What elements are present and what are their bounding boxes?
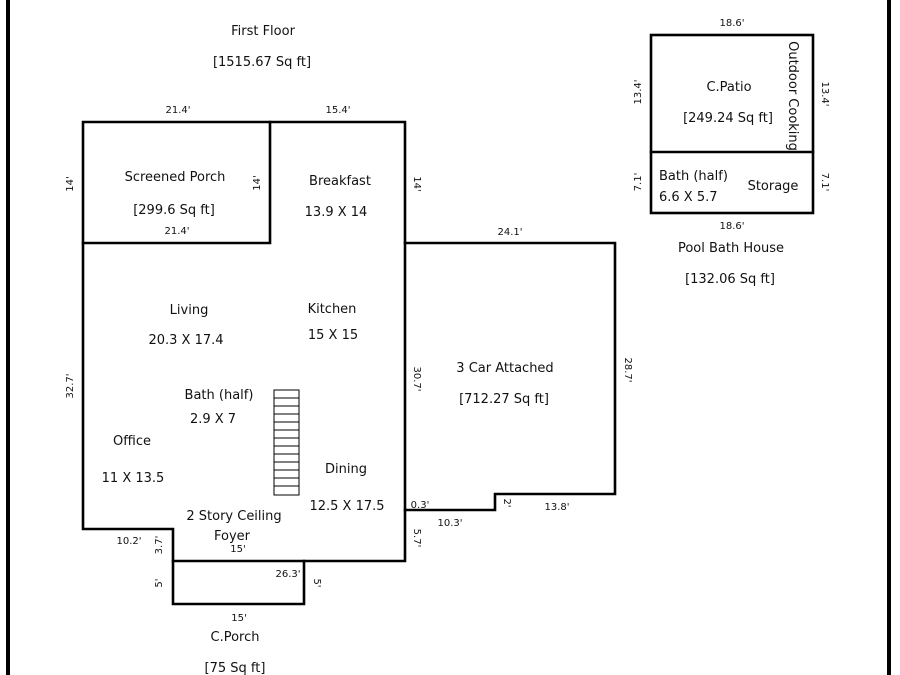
dim-top-right: 15.4' [325, 105, 350, 116]
dim-bottom-left: 10.2' [116, 536, 141, 547]
pool-bath-size: 6.6 X 5.7 [659, 190, 718, 205]
dim-left-main: 32.7' [65, 373, 76, 398]
floor-total-area: [1515.67 Sq ft] [213, 55, 311, 70]
dim-porch-left: 5' [154, 578, 165, 587]
storage-label: Storage [748, 179, 799, 194]
dim-patio-right: 13.4' [819, 81, 830, 106]
dining-size: 12.5 X 17.5 [309, 499, 384, 514]
dining-label: Dining [325, 462, 367, 477]
breakfast-label: Breakfast [309, 174, 371, 189]
screened-porch-area: [299.6 Sq ft] [133, 203, 215, 218]
garage-outline [403, 241, 617, 512]
dim-bathhouse-bottom: 18.6' [719, 221, 744, 232]
dim-porch-width: 26.3' [275, 569, 300, 580]
dim-notch: 3.7' [154, 536, 165, 555]
dim-step-c: 2' [501, 498, 512, 507]
dim-top-left: 21.4' [165, 105, 190, 116]
screened-porch-walls [81, 120, 272, 245]
dim-breakfast-right: 14' [411, 176, 422, 191]
pool-bath-house-outline [649, 33, 815, 215]
breakfast-size: 13.9 X 14 [305, 205, 368, 220]
dim-foyer-bottom: 15' [230, 544, 245, 555]
garage-label: 3 Car Attached [456, 361, 553, 376]
covered-porch-area: [75 Sq ft] [205, 661, 266, 675]
garage-area: [712.27 Sq ft] [459, 392, 549, 407]
dim-patio-left: 13.4' [633, 79, 644, 104]
foyer-label: 2 Story Ceiling [186, 509, 281, 524]
covered-porch-outline [171, 559, 306, 606]
covered-porch-label: C.Porch [211, 630, 260, 645]
dim-garage-left: 30.7' [411, 366, 422, 391]
living-label: Living [170, 303, 209, 318]
office-size: 11 X 13.5 [102, 471, 165, 486]
dim-porch-bottom: 21.4' [164, 226, 189, 237]
bath-half-label: Bath (half) [185, 388, 254, 403]
dim-porch-right: 14' [252, 175, 263, 190]
dim-step-a: 0.3' [411, 500, 430, 511]
pool-bath-house-area: [132.06 Sq ft] [685, 272, 775, 287]
dim-porch-bottom-width: 15' [231, 613, 246, 624]
screened-porch-label: Screened Porch [125, 170, 226, 185]
dim-garage-top: 24.1' [497, 227, 522, 238]
outdoor-cooking-label: Outdoor Cooking [785, 41, 800, 151]
dim-garage-bottom: 13.8' [544, 502, 569, 513]
dim-patio-top: 18.6' [719, 18, 744, 29]
floor-title: First Floor [231, 24, 295, 39]
pool-bath-house-label: Pool Bath House [678, 241, 784, 256]
dim-bath-left: 7.1' [633, 173, 644, 192]
dim-porch-right-side: 5' [311, 578, 322, 587]
kitchen-size: 15 X 15 [308, 328, 358, 343]
living-size: 20.3 X 17.4 [148, 333, 223, 348]
dim-step-b: 10.3' [437, 518, 462, 529]
covered-patio-label: C.Patio [706, 80, 751, 95]
kitchen-label: Kitchen [308, 302, 357, 317]
dim-bath-right: 7.1' [819, 173, 830, 192]
bath-half-size: 2.9 X 7 [190, 412, 236, 427]
pool-bath-label: Bath (half) [659, 169, 728, 184]
covered-patio-area: [249.24 Sq ft] [683, 111, 773, 126]
staircase [273, 389, 300, 496]
dim-house-right-lower: 5.7' [411, 529, 422, 548]
dim-garage-right: 28.7' [622, 357, 633, 382]
office-label: Office [113, 434, 151, 449]
foyer-label-2: Foyer [214, 529, 251, 544]
dim-left-porch: 14' [65, 176, 76, 191]
